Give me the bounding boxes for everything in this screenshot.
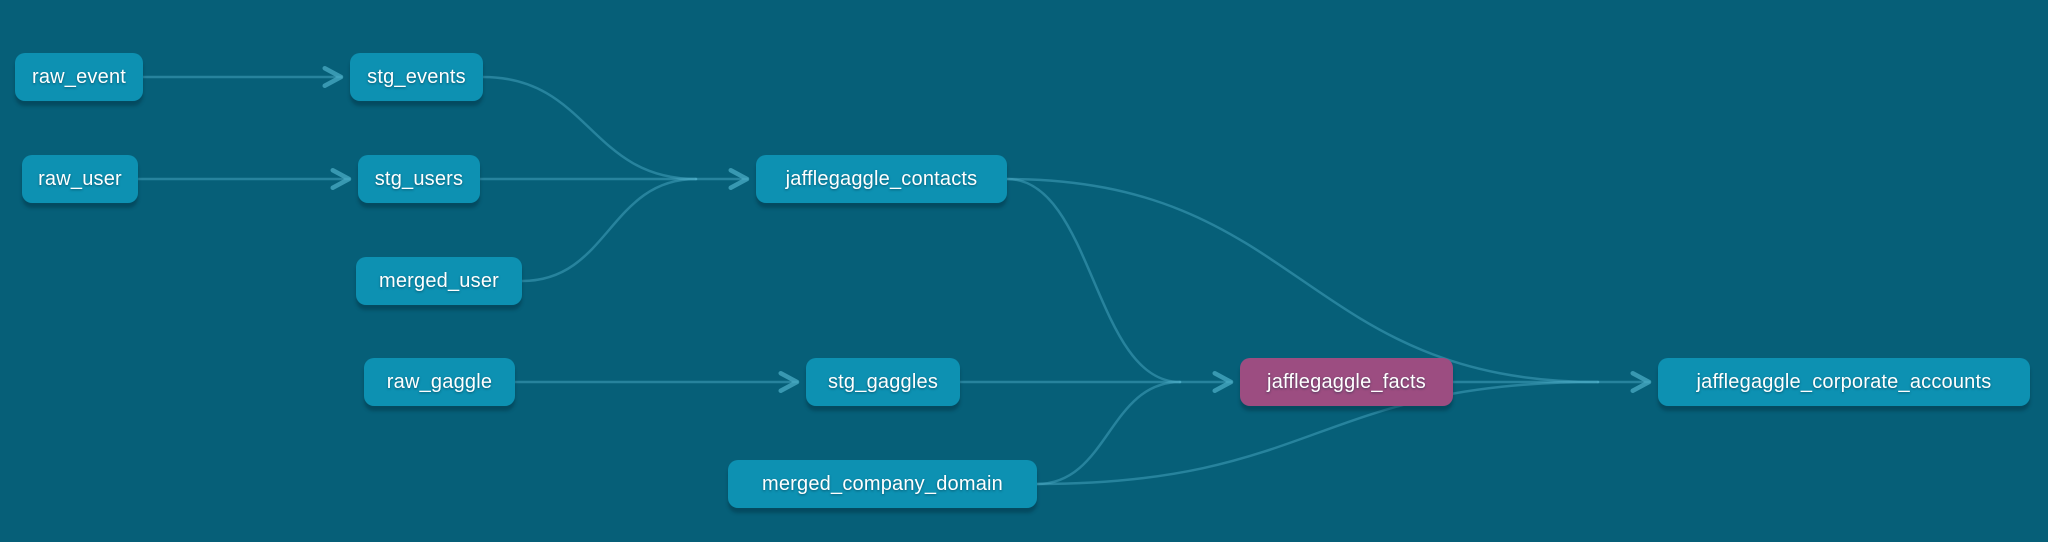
node-merged_company_domain[interactable]: merged_company_domain (728, 460, 1037, 508)
edge-merged_company_domain-jafflegaggle_corporate_accounts (1035, 380, 1600, 486)
node-jafflegaggle_contacts[interactable]: jafflegaggle_contacts (756, 155, 1007, 203)
edge-merged_company_domain-jafflegaggle_facts (1035, 380, 1182, 486)
node-stg_users[interactable]: stg_users (358, 155, 480, 203)
node-raw_gaggle[interactable]: raw_gaggle (364, 358, 515, 406)
edge-merged_user-jafflegaggle_contacts (520, 177, 698, 283)
node-stg_gaggles[interactable]: stg_gaggles (806, 358, 960, 406)
node-raw_event[interactable]: raw_event (15, 53, 143, 101)
edge-jafflegaggle_contacts-jafflegaggle_corporate_accounts (1005, 177, 1600, 384)
node-raw_user[interactable]: raw_user (22, 155, 138, 203)
node-jafflegaggle_facts[interactable]: jafflegaggle_facts (1240, 358, 1453, 406)
node-merged_user[interactable]: merged_user (356, 257, 522, 305)
edge-stg_events-jafflegaggle_contacts (481, 75, 698, 181)
edge-jafflegaggle_contacts-jafflegaggle_facts (1005, 177, 1182, 384)
node-stg_events[interactable]: stg_events (350, 53, 483, 101)
node-jafflegaggle_corporate_accounts[interactable]: jafflegaggle_corporate_accounts (1658, 358, 2030, 406)
